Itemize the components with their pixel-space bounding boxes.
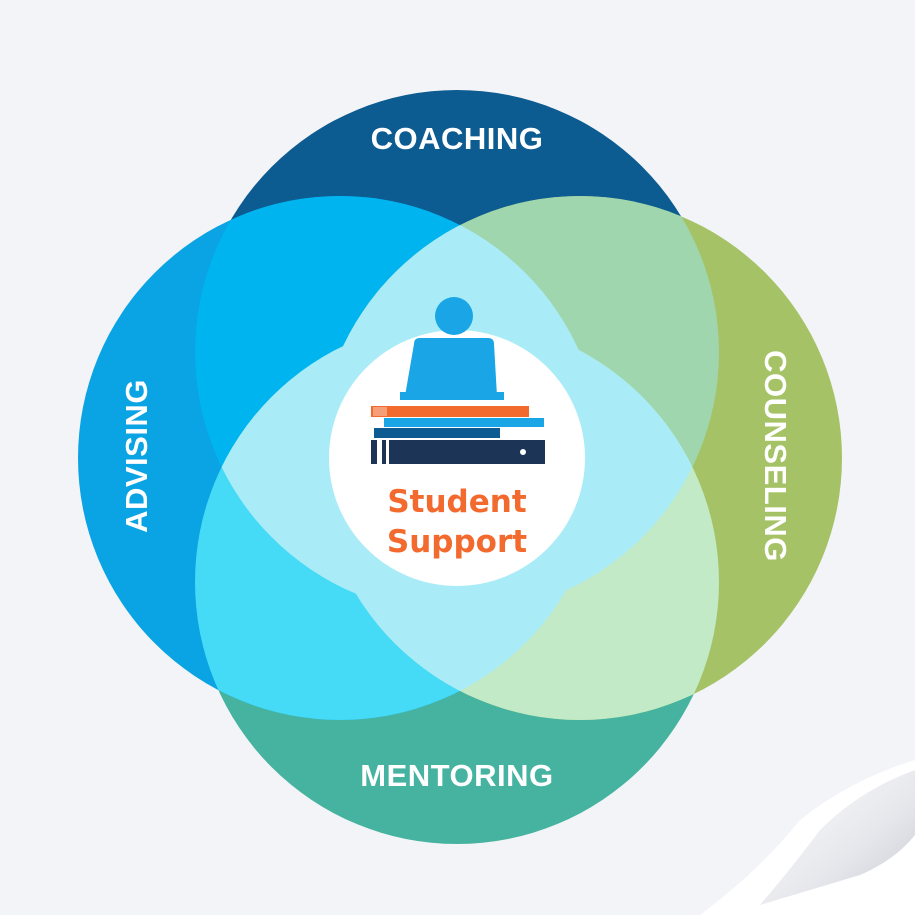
student-at-desk-with-books-icon bbox=[371, 297, 545, 464]
label-advising: ADVISING bbox=[119, 379, 154, 533]
label-mentoring: MENTORING bbox=[360, 758, 553, 793]
label-counseling: COUNSELING bbox=[758, 350, 793, 562]
label-coaching: COACHING bbox=[371, 121, 544, 156]
center-title-line1: Student bbox=[387, 484, 526, 520]
page-curl-decoration bbox=[700, 760, 915, 915]
center-title-line2: Support bbox=[387, 524, 527, 560]
